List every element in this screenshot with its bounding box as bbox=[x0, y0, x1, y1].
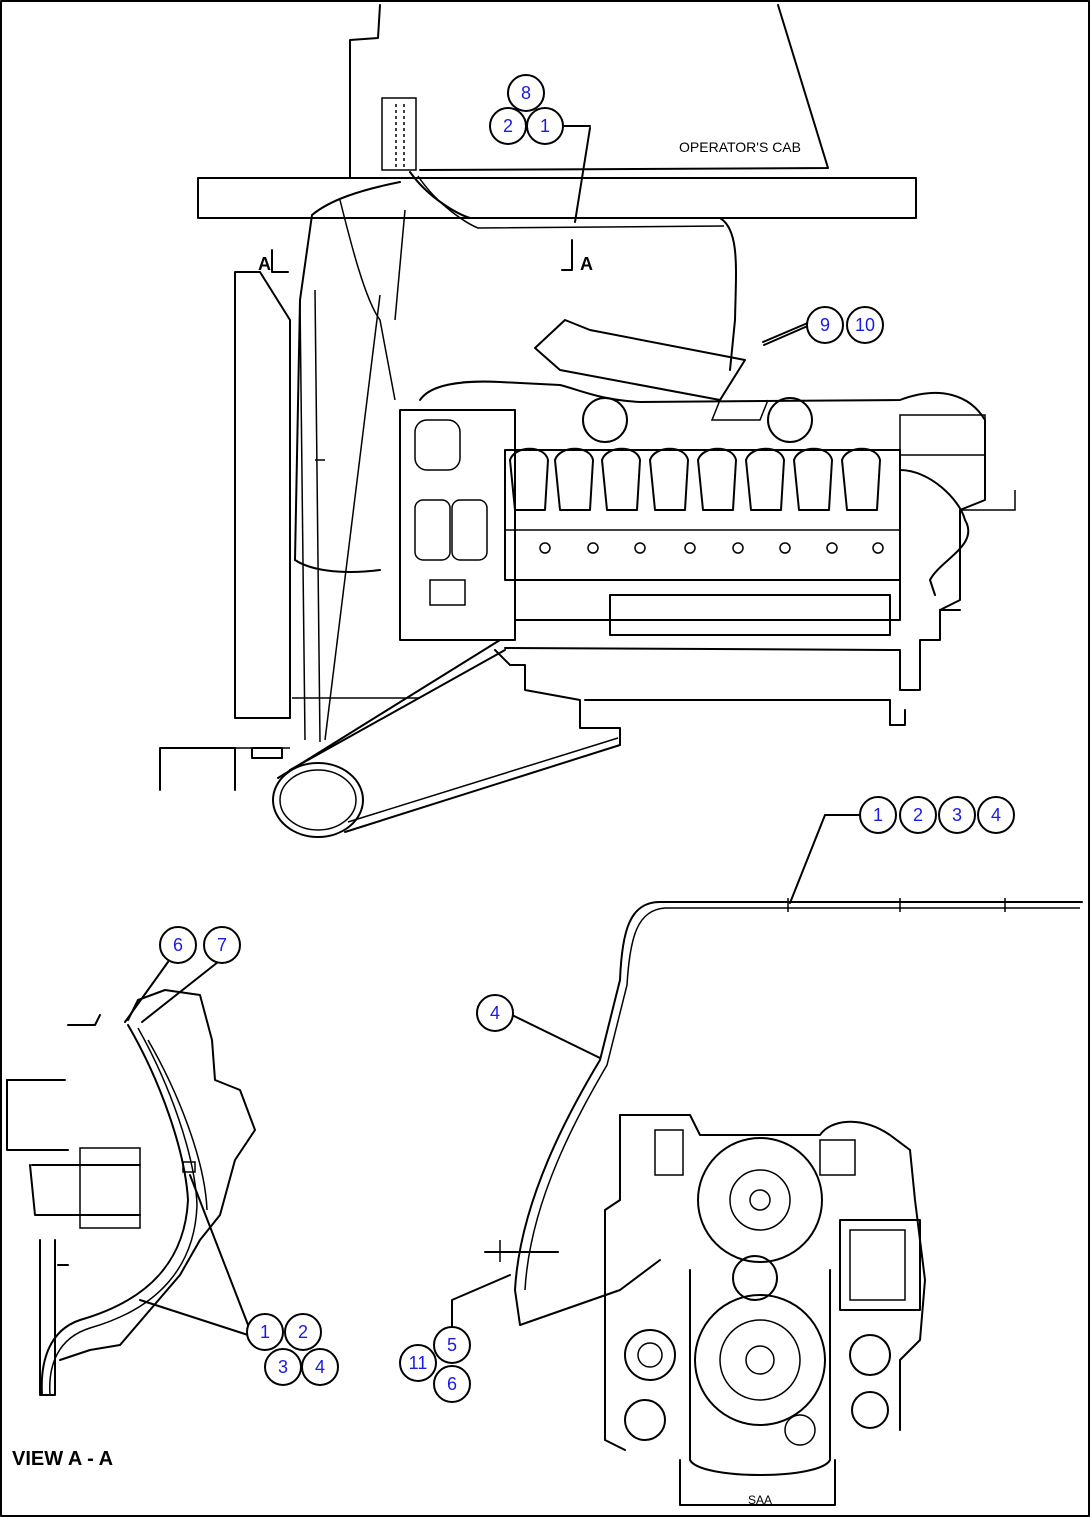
callout-4-line: 4 bbox=[977, 796, 1015, 834]
svg-text:10: 10 bbox=[855, 315, 875, 335]
callout-3-view: 3 bbox=[264, 1348, 302, 1386]
callout-1-top: 1 bbox=[526, 107, 564, 145]
svg-text:4: 4 bbox=[315, 1357, 325, 1377]
callout-1-line: 1 bbox=[859, 796, 897, 834]
callout-7-view: 7 bbox=[203, 926, 241, 964]
view-label: VIEW A - A bbox=[12, 1448, 113, 1470]
engine-front-view: SAA bbox=[604, 1114, 926, 1507]
callout-10: 10 bbox=[846, 306, 884, 344]
svg-text:8: 8 bbox=[521, 83, 531, 103]
view-a-a: VIEW A - A bbox=[6, 989, 256, 1470]
svg-text:2: 2 bbox=[298, 1322, 308, 1342]
callout-1-view: 1 bbox=[246, 1313, 284, 1351]
exhaust-hose bbox=[534, 319, 811, 421]
svg-text:4: 4 bbox=[490, 1003, 500, 1023]
operators-cab-label: OPERATOR'S CAB bbox=[679, 139, 801, 155]
radiator-panel bbox=[234, 271, 325, 719]
cab-harness bbox=[294, 127, 737, 743]
section-marker-left: A bbox=[258, 249, 289, 274]
svg-text:A: A bbox=[258, 254, 271, 274]
operators-cab: OPERATOR'S CAB bbox=[349, 4, 829, 179]
engine-front-label: SAA bbox=[748, 1493, 772, 1507]
svg-text:2: 2 bbox=[503, 116, 513, 136]
callout-4-hose: 4 bbox=[476, 994, 514, 1032]
section-marker-right: A bbox=[561, 239, 593, 274]
svg-text:6: 6 bbox=[447, 1374, 457, 1394]
main-cable-run bbox=[484, 898, 1083, 1326]
svg-text:11: 11 bbox=[409, 1353, 428, 1373]
callout-9: 9 bbox=[806, 306, 844, 344]
callout-leaders bbox=[124, 125, 861, 1336]
callout-6-engine: 6 bbox=[433, 1365, 471, 1403]
callout-5: 5 bbox=[433, 1326, 471, 1364]
svg-text:3: 3 bbox=[278, 1357, 288, 1377]
engine-side-view bbox=[399, 380, 1016, 746]
cab-deck-beam bbox=[197, 177, 917, 219]
svg-text:7: 7 bbox=[217, 935, 227, 955]
svg-text:1: 1 bbox=[260, 1322, 270, 1342]
callout-2-line: 2 bbox=[899, 796, 937, 834]
callout-6-view: 6 bbox=[159, 926, 197, 964]
callout-8: 8 bbox=[507, 74, 545, 112]
svg-text:9: 9 bbox=[820, 315, 830, 335]
svg-text:2: 2 bbox=[913, 805, 923, 825]
svg-text:5: 5 bbox=[447, 1335, 457, 1355]
callout-3-line: 3 bbox=[938, 796, 976, 834]
svg-text:A: A bbox=[580, 254, 593, 274]
callout-4-view: 4 bbox=[301, 1348, 339, 1386]
svg-text:6: 6 bbox=[173, 935, 183, 955]
callout-2-top: 2 bbox=[489, 107, 527, 145]
svg-text:1: 1 bbox=[873, 805, 883, 825]
svg-text:1: 1 bbox=[540, 116, 550, 136]
callout-2-view: 2 bbox=[284, 1313, 322, 1351]
lower-mount bbox=[159, 639, 621, 838]
callout-11: 11 bbox=[399, 1344, 437, 1382]
svg-text:4: 4 bbox=[991, 805, 1001, 825]
svg-text:3: 3 bbox=[952, 805, 962, 825]
